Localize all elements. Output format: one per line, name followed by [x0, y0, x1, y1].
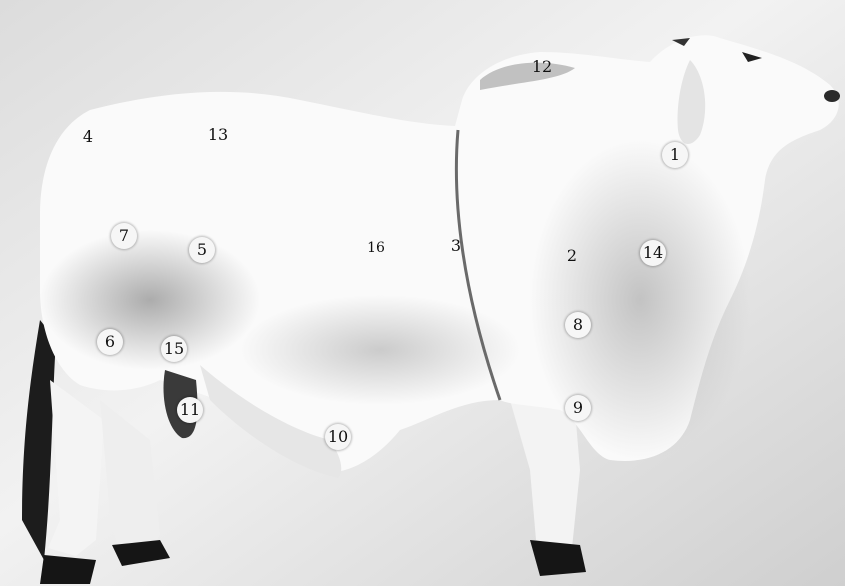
marker-label: 9	[573, 400, 583, 416]
marker-label: 3	[451, 238, 461, 254]
marker-label: 15	[164, 341, 184, 357]
marker-label: 6	[105, 334, 115, 350]
marker-14: 14	[640, 240, 666, 266]
belly-shading	[240, 295, 520, 405]
marker-label: 7	[119, 228, 129, 244]
hind-hoof-far	[40, 555, 96, 584]
marker-5: 5	[189, 237, 215, 263]
marker-label: 13	[208, 127, 228, 143]
nose	[824, 90, 840, 102]
marker-2: 2	[559, 243, 585, 269]
marker-15: 15	[161, 336, 187, 362]
marker-label: 2	[567, 248, 577, 264]
marker-label: 12	[532, 59, 552, 75]
marker-7: 7	[111, 223, 137, 249]
marker-13: 13	[205, 122, 231, 148]
marker-10: 10	[325, 424, 351, 450]
dewlap-shading	[530, 140, 750, 460]
marker-16: 16	[363, 235, 389, 261]
marker-label: 4	[83, 129, 93, 145]
marker-12: 12	[529, 54, 555, 80]
marker-label: 16	[367, 241, 385, 255]
marker-3: 3	[443, 233, 469, 259]
marker-label: 10	[328, 429, 348, 445]
flank-shading	[40, 230, 260, 370]
marker-label: 14	[643, 245, 663, 261]
marker-label: 11	[180, 402, 200, 418]
marker-label: 5	[197, 242, 207, 258]
marker-label: 8	[573, 317, 583, 333]
marker-1: 1	[662, 142, 688, 168]
marker-label: 1	[670, 147, 680, 163]
marker-11: 11	[177, 397, 203, 423]
marker-4: 4	[75, 124, 101, 150]
marker-9: 9	[565, 395, 591, 421]
marker-6: 6	[97, 329, 123, 355]
marker-8: 8	[565, 312, 591, 338]
